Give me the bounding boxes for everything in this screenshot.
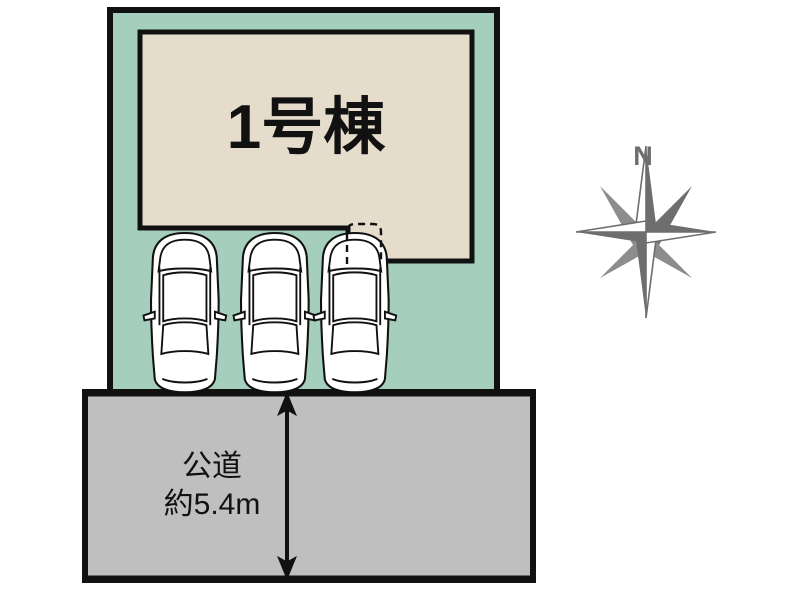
parking-stall-1 [142,231,228,394]
car-right-mirror [383,310,398,322]
compass-north-label: N [633,141,653,171]
public-road-area [82,389,536,583]
parking-stall-3 [312,231,398,394]
car-left-mirror [232,310,246,322]
building-label: 1号棟 [227,93,386,162]
car-rear-bumper [161,378,208,384]
car-left-mirror [312,310,326,322]
compass-cardinal-points [575,145,717,319]
parking-stall-2 [232,231,318,394]
car-hood [157,238,213,273]
car-hood [327,238,383,273]
entrance-porch-outline [345,222,383,264]
car-left-mirror [142,310,156,322]
compass-rose-icon: N [575,141,717,319]
car-roof [332,271,378,323]
car-rear-window [330,321,380,356]
car-roof [252,271,298,323]
road-label-line1: 公道 [182,450,242,483]
car-rear-bumper [331,378,378,384]
car-rear-window [160,321,210,356]
car-right-mirror [213,310,228,322]
car-rear-bumper [251,378,298,384]
car-rear-window [250,321,300,356]
road-dimension-arrow-up [276,391,298,417]
car-hood [247,238,303,273]
road-dimension-arrow-down [276,555,298,581]
car-roof [162,271,208,323]
road-label-line2: 約5.4m [164,488,261,521]
